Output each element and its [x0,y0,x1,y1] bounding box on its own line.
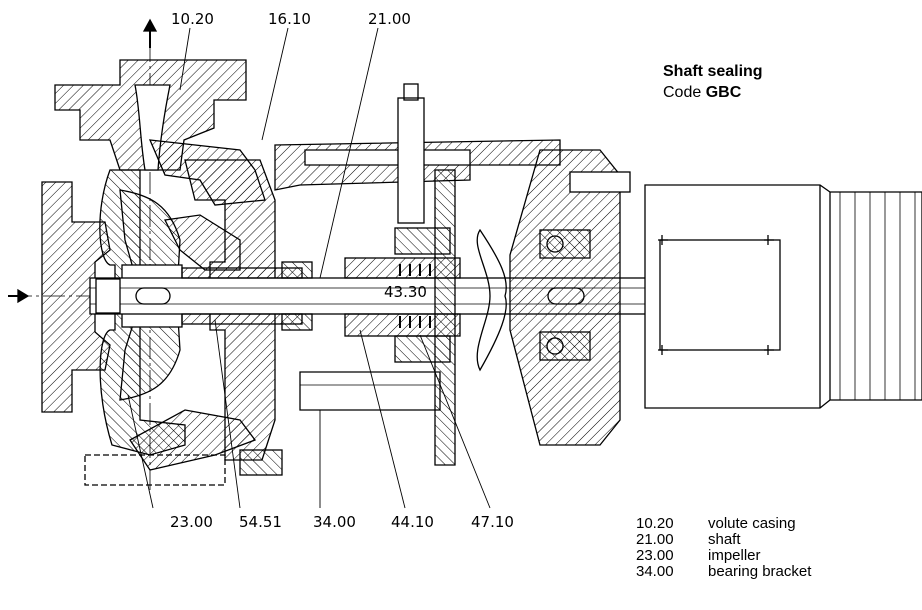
legend-name: volute casing [708,515,796,532]
legend-code: 21.00 [636,531,674,548]
callout-23-00: 23.00 [170,513,213,531]
callout-47-10: 47.10 [471,513,514,531]
legend-row: 23.00 impeller [636,548,811,564]
bearing-bracket [274,83,561,466]
motor [644,184,922,409]
callout-10-20: 10.20 [171,10,214,28]
title-code-value: GBC [705,84,742,101]
callout-16-10: 16.10 [268,10,311,28]
callout-21-00: 21.00 [368,10,411,28]
shaft-sleeve [181,261,313,331]
legend-code: 34.00 [636,563,674,580]
outlet-arrow-icon [142,18,158,48]
legend-row: 34.00 bearing bracket [636,564,811,580]
leader-lines [127,27,491,509]
callout-34-00: 34.00 [313,513,356,531]
title-code-prefix: Code [663,84,706,101]
legend-row: 21.00 shaft [636,532,811,548]
legend-name: impeller [708,547,761,564]
legend-name: bearing bracket [708,563,812,580]
title-code-line: Code GBC [663,82,763,103]
legend-code: 23.00 [636,547,674,564]
title-block: Shaft sealing Code GBC [663,61,763,103]
inlet-arrow-icon [8,288,30,304]
callout-44-10: 44.10 [391,513,434,531]
pump-foot [84,454,226,486]
legend-row: 10.20 volute casing [636,516,811,532]
callout-54-51: 54.51 [239,513,282,531]
motor-flange [476,149,631,446]
legend-code: 10.20 [636,515,674,532]
parts-legend: 10.20 volute casing 21.00 shaft 23.00 im… [636,516,811,580]
callout-43-30: 43.30 [384,283,427,301]
legend-name: shaft [708,531,741,548]
title-shaft-sealing: Shaft sealing [663,63,763,80]
